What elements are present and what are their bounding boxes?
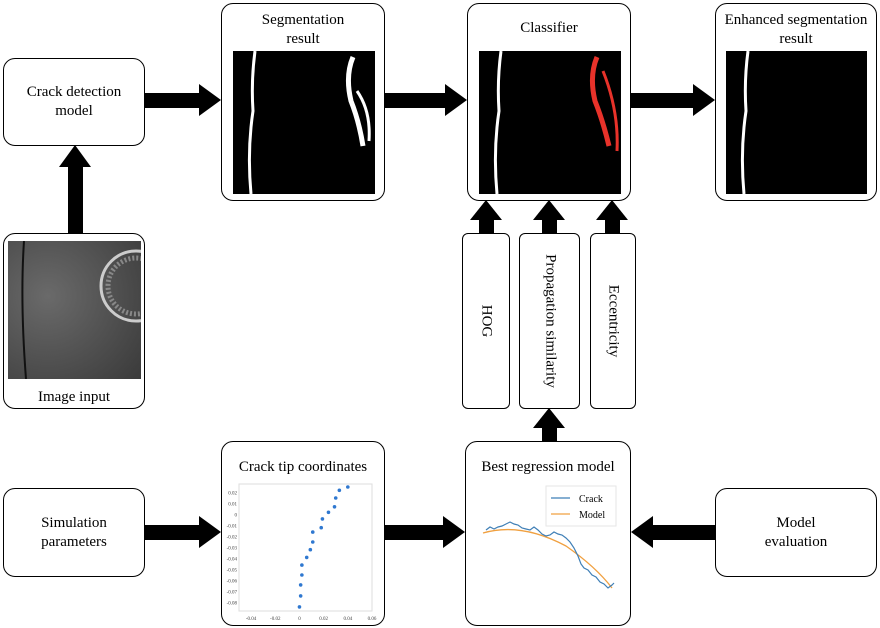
plot-area xyxy=(238,483,373,612)
arrow-hog-to-classifier xyxy=(470,200,502,233)
data-point xyxy=(308,547,313,552)
legend-model-label: Model xyxy=(579,510,605,521)
data-point xyxy=(320,517,325,521)
node-label: Simulation parameters xyxy=(41,514,107,550)
x-tick-label: 0 xyxy=(298,617,301,622)
x-tick-label: 0.02 xyxy=(319,617,328,622)
arrow-image-to-model xyxy=(59,145,91,233)
arrow-cracktip-to-regression xyxy=(385,516,465,548)
y-tick-label: -0.01 xyxy=(227,525,238,530)
data-point xyxy=(337,488,342,493)
segmentation-image xyxy=(233,51,375,194)
model-line xyxy=(482,528,613,589)
y-tick-label: -0.04 xyxy=(227,558,238,563)
scatter-plot: -0.04 -0.02 0 0.02 0.04 0.06 0.02 0.01 0 -0.01 -0.… xyxy=(227,483,377,622)
x-tick-label: 0.06 xyxy=(368,617,377,622)
arrow-classifier-to-enhanced xyxy=(631,84,715,116)
node-label: Crack detection model xyxy=(26,84,122,119)
arrow-simulation-to-cracktip xyxy=(145,516,221,548)
regression-plot: Crack Model xyxy=(482,485,617,589)
y-tick-label: 0.01 xyxy=(228,503,237,508)
best-regression-model-node: Best regression model Crack Model xyxy=(465,441,631,626)
arrow-evaluation-to-regression xyxy=(631,516,715,548)
data-point xyxy=(319,525,324,530)
data-point xyxy=(346,485,350,489)
y-tick-label: -0.07 xyxy=(227,591,238,596)
data-point xyxy=(310,530,315,534)
y-tick-label: -0.05 xyxy=(227,569,238,574)
y-tick-label: 0 xyxy=(235,514,238,519)
data-point xyxy=(300,563,304,567)
legend-crack-label: Crack xyxy=(579,494,603,505)
arrow-model-to-segmentation xyxy=(145,84,221,116)
y-tick-label: -0.06 xyxy=(227,580,238,585)
arrow-eccentricity-to-classifier xyxy=(596,200,628,233)
crack-detection-model-node: Crack detection model xyxy=(3,58,145,146)
data-point xyxy=(326,510,331,515)
node-label: Classifier xyxy=(520,20,578,36)
enhanced-image xyxy=(726,51,867,194)
data-point xyxy=(297,605,302,609)
node-label: Eccentricity xyxy=(605,284,622,358)
data-point xyxy=(310,540,315,544)
segmentation-result-node: Segmentation result xyxy=(221,3,385,201)
node-label: Propagation similarity xyxy=(542,254,558,388)
x-tick-label: -0.04 xyxy=(246,617,257,622)
node-label: Best regression model xyxy=(481,459,615,475)
classifier-node: Classifier xyxy=(467,3,631,201)
enhanced-segmentation-node: Enhanced segmentation result xyxy=(715,3,877,201)
y-tick-label: -0.03 xyxy=(227,547,238,552)
node-label: Image input xyxy=(37,389,111,405)
crack-tip-coordinates-node: Crack tip coordinates -0.04 -0.02 0 0.02 0.0… xyxy=(221,441,385,626)
arrow-propagation-to-classifier xyxy=(533,200,565,233)
y-tick-label: -0.08 xyxy=(227,602,238,607)
image-input-node: Image input xyxy=(3,233,145,409)
data-point xyxy=(298,594,303,598)
node-label: Enhanced segmentation result xyxy=(724,12,868,47)
data-point xyxy=(332,505,337,509)
arrow-segmentation-to-classifier xyxy=(385,84,467,116)
propagation-similarity-node: Propagation similarity xyxy=(519,233,580,409)
data-point xyxy=(304,555,309,560)
arrow-regression-to-propagation xyxy=(533,408,565,441)
model-evaluation-node: Model evaluation xyxy=(715,488,877,577)
node-label: Crack tip coordinates xyxy=(238,459,368,475)
eccentricity-feature-node: Eccentricity xyxy=(590,233,636,409)
node-label: Model evaluation xyxy=(764,514,828,550)
data-point xyxy=(300,573,304,577)
data-point xyxy=(298,583,303,587)
data-point xyxy=(333,496,338,500)
x-tick-label: -0.02 xyxy=(270,617,281,622)
legend xyxy=(545,485,617,527)
y-tick-label: 0.02 xyxy=(228,492,237,497)
simulation-parameters-node: Simulation parameters xyxy=(3,488,145,577)
y-tick-label: -0.02 xyxy=(227,536,238,541)
hog-feature-node: HOG xyxy=(462,233,510,409)
crack-line xyxy=(485,521,615,589)
node-label: HOG xyxy=(478,304,495,338)
road-surface-image xyxy=(8,241,141,379)
x-tick-label: 0.04 xyxy=(343,617,352,622)
classifier-image xyxy=(479,51,621,194)
node-label: Segmentation result xyxy=(261,12,345,47)
